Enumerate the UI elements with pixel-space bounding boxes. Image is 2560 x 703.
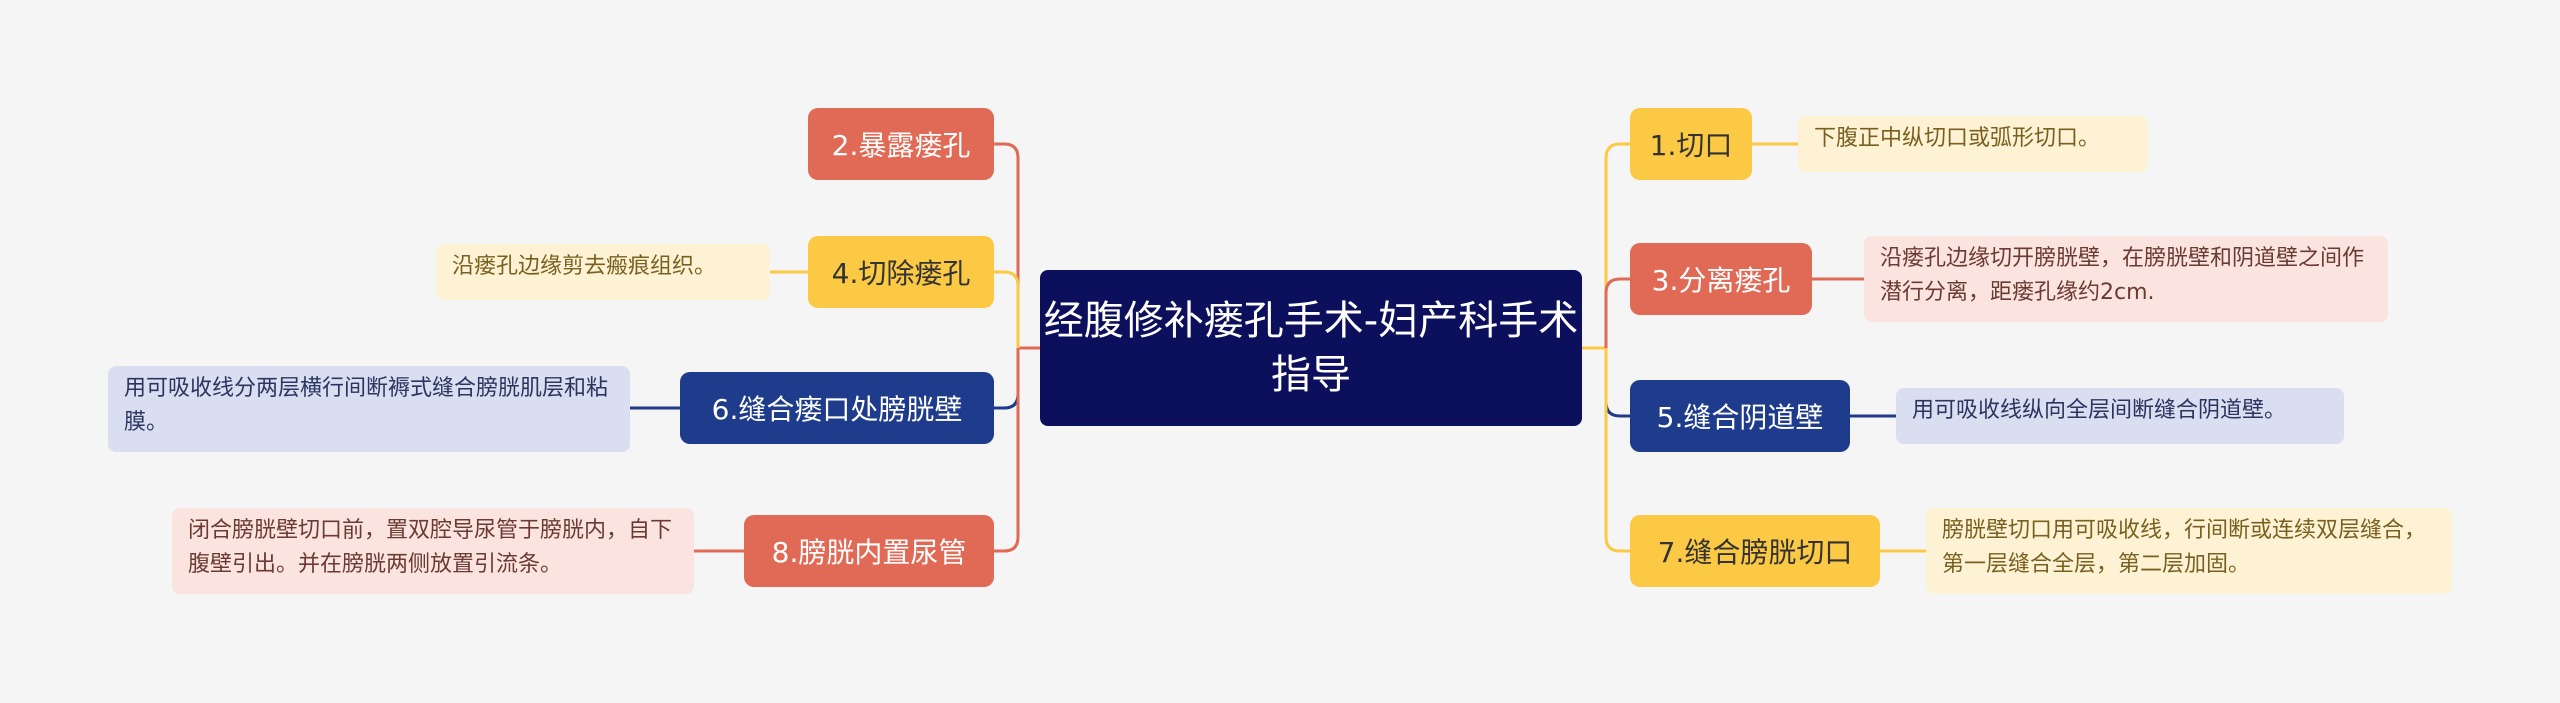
note-incision: 下腹正中纵切口或弧形切口。 [1798,116,2148,172]
note-separate-fistula: 沿瘘孔边缘切开膀胱壁，在膀胱壁和阴道壁之间作潜行分离，距瘘孔缘约2cm. [1864,236,2388,322]
connector-right-4 [1604,348,1630,553]
central-topic[interactable]: 经腹修补瘘孔手术-妇产科手术指导 [1040,270,1582,426]
topic-suture-vaginal-wall[interactable]: 5.缝合阴道壁 [1630,380,1850,452]
note-suture-vaginal-wall: 用可吸收线纵向全层间断缝合阴道壁。 [1896,388,2344,444]
topic-incision[interactable]: 1.切口 [1630,108,1752,180]
connector-left-4 [994,348,1020,553]
connector-left-3 [994,348,1020,410]
connector-left-1 [994,142,1020,348]
topic-excise-fistula[interactable]: 4.切除瘘孔 [808,236,994,308]
connector-right-2 [1604,277,1630,348]
connector-right-1 [1604,142,1630,348]
connector-right-3 [1604,348,1630,418]
topic-suture-bladder-incision[interactable]: 7.缝合膀胱切口 [1630,515,1880,587]
connector-left-2 [994,270,1020,348]
note-place-catheter: 闭合膀胱壁切口前，置双腔导尿管于膀胱内，自下腹壁引出。并在膀胱两侧放置引流条。 [172,508,694,594]
topic-separate-fistula[interactable]: 3.分离瘘孔 [1630,243,1812,315]
note-suture-bladder-wall: 用可吸收线分两层横行间断褥式缝合膀胱肌层和粘膜。 [108,366,630,452]
note-suture-bladder-incision: 膀胱壁切口用可吸收线，行间断或连续双层缝合，第一层缝合全层，第二层加固。 [1926,508,2452,594]
note-excise-fistula: 沿瘘孔边缘剪去瘢痕组织。 [436,244,770,300]
topic-expose-fistula[interactable]: 2.暴露瘘孔 [808,108,994,180]
topic-suture-bladder-wall[interactable]: 6.缝合瘘口处膀胱壁 [680,372,994,444]
topic-place-catheter[interactable]: 8.膀胱内置尿管 [744,515,994,587]
